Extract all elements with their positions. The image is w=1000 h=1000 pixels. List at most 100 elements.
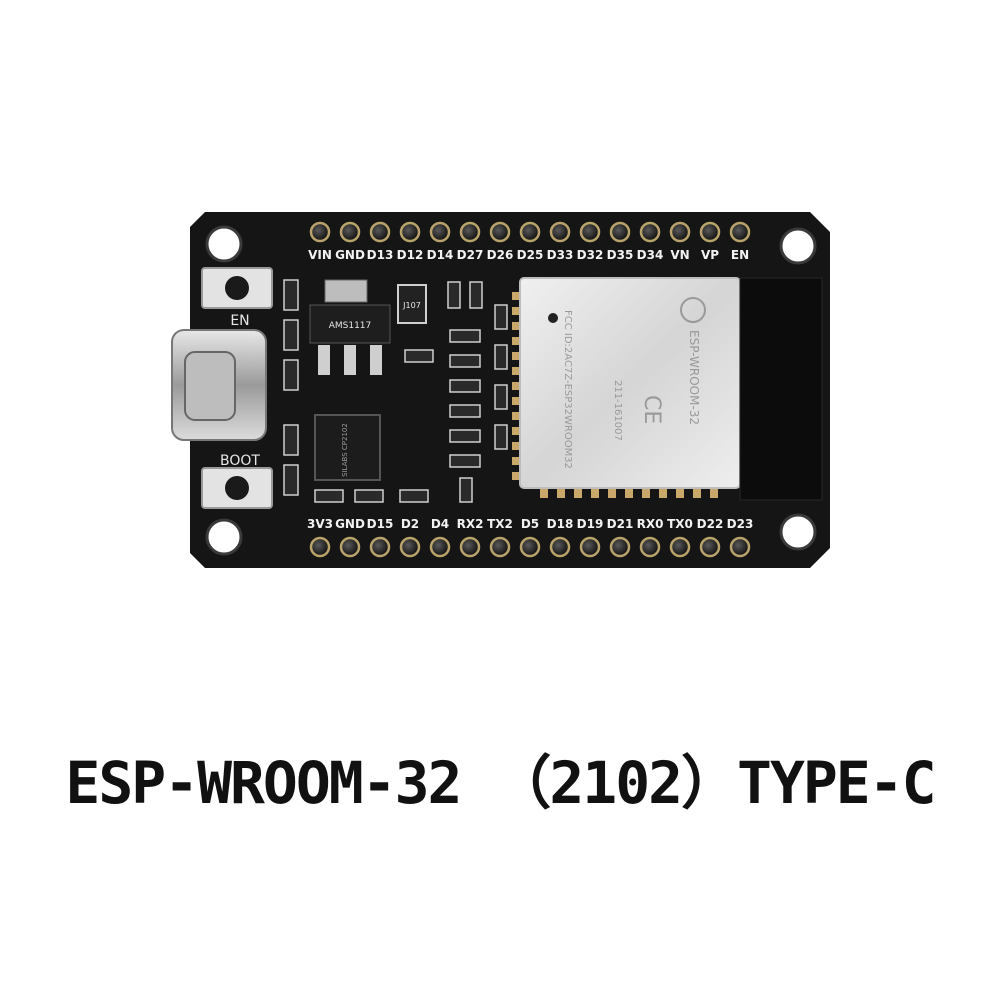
- bottom-pin-label: D15: [367, 517, 394, 531]
- module-pad: [642, 482, 650, 498]
- bottom-pin-label: D2: [401, 517, 419, 531]
- bottom-pin-label: RX2: [457, 517, 484, 531]
- bottom-pin-label: D18: [547, 517, 574, 531]
- top-pin-vp: [699, 221, 721, 243]
- top-pin-d35: [609, 221, 631, 243]
- top-pin-vn: [669, 221, 691, 243]
- product-caption: ESP-WROOM-32 （2102）TYPE-C: [65, 749, 936, 817]
- top-pin-gnd: [339, 221, 361, 243]
- top-pin-label: D33: [547, 248, 574, 262]
- bottom-pin-label: 3V3: [307, 517, 333, 531]
- module-marking: ESP-WROOM-32 FCC ID:2AC7Z-ESP32WROOM32 2…: [562, 297, 706, 469]
- bottom-pin-rx2: [459, 536, 481, 558]
- top-pin-label: D32: [577, 248, 604, 262]
- module-pad: [676, 482, 684, 498]
- boot-button[interactable]: [201, 467, 273, 509]
- module-pad: [710, 482, 718, 498]
- top-pin-label: D35: [607, 248, 634, 262]
- en-button-label: EN: [230, 313, 249, 329]
- mount-hole: [779, 513, 817, 551]
- bottom-pin-label: TX0: [667, 517, 693, 531]
- bottom-pin-header: [309, 536, 751, 558]
- module-pad: [574, 482, 582, 498]
- smd-passives-center: [404, 281, 508, 503]
- esp-module-shield: [519, 277, 741, 489]
- boot-button-label: BOOT: [220, 453, 260, 469]
- bottom-pin-d5: [519, 536, 541, 558]
- top-pin-label: D13: [367, 248, 394, 262]
- top-pin-d32: [579, 221, 601, 243]
- top-pin-d13: [369, 221, 391, 243]
- usb-uart-chip-label: SILABS CP2102: [341, 423, 349, 477]
- smd-diode: [324, 279, 368, 303]
- top-pin-d34: [639, 221, 661, 243]
- antenna-area: [739, 277, 823, 501]
- module-cert-text: 211-161007: [612, 380, 623, 441]
- bottom-pin-3v3: [309, 536, 331, 558]
- bottom-pin-d23: [729, 536, 751, 558]
- bottom-pin-d15: [369, 536, 391, 558]
- crystal-label: J107: [402, 301, 421, 310]
- smd-passives-left: [283, 279, 299, 496]
- regulator-tabs: [318, 345, 382, 375]
- bottom-pin-label: D5: [521, 517, 539, 531]
- smd-passives-bottom: [314, 489, 429, 503]
- module-pad: [659, 482, 667, 498]
- top-pin-label: D34: [637, 248, 664, 262]
- module-pad: [625, 482, 633, 498]
- bottom-pin-d4: [429, 536, 451, 558]
- mount-hole: [205, 225, 243, 263]
- top-pin-label: D14: [427, 248, 454, 262]
- wifi-logo-icon: [680, 297, 706, 323]
- top-pin-d12: [399, 221, 421, 243]
- usb-uart-chip: [314, 414, 381, 481]
- top-pin-d27: [459, 221, 481, 243]
- bottom-pin-d2: [399, 536, 421, 558]
- bottom-pin-d19: [579, 536, 601, 558]
- module-pad: [591, 482, 599, 498]
- regulator-label: AMS1117: [329, 321, 372, 331]
- top-pin-label: D12: [397, 248, 424, 262]
- regulator-chip: [309, 304, 391, 344]
- top-pin-label: EN: [731, 248, 749, 262]
- bottom-pin-tx0: [669, 536, 691, 558]
- bottom-pin-d22: [699, 536, 721, 558]
- bottom-pin-label: TX2: [487, 517, 513, 531]
- top-pin-label: VP: [701, 248, 719, 262]
- module-pin1-dot: [548, 313, 558, 323]
- module-pad: [608, 482, 616, 498]
- bottom-pin-label: GND: [335, 517, 365, 531]
- bottom-pin-d18: [549, 536, 571, 558]
- en-button[interactable]: [201, 267, 273, 309]
- top-pin-label: D26: [487, 248, 514, 262]
- top-pin-header: [309, 221, 751, 243]
- bottom-pin-d21: [609, 536, 631, 558]
- top-pin-label: VIN: [308, 248, 332, 262]
- top-pin-d25: [519, 221, 541, 243]
- top-pin-vin: [309, 221, 331, 243]
- mount-hole: [205, 518, 243, 556]
- module-pad: [693, 482, 701, 498]
- module-model-text: ESP-WROOM-32: [687, 330, 701, 425]
- top-pin-label: GND: [335, 248, 365, 262]
- crystal: [397, 284, 427, 324]
- module-pad: [557, 482, 565, 498]
- usb-c-opening: [184, 351, 236, 421]
- module-fcc-text: FCC ID:2AC7Z-ESP32WROOM32: [562, 310, 573, 469]
- bottom-pin-label: RX0: [637, 517, 664, 531]
- top-pin-en: [729, 221, 751, 243]
- top-pin-label: D25: [517, 248, 544, 262]
- top-pin-d33: [549, 221, 571, 243]
- bottom-pin-label: D4: [431, 517, 449, 531]
- bottom-pin-label: D23: [727, 517, 754, 531]
- top-pin-label: D27: [457, 248, 484, 262]
- top-pin-label: VN: [670, 248, 689, 262]
- bottom-pin-label: D22: [697, 517, 724, 531]
- ce-mark: CE: [639, 395, 664, 424]
- bottom-pin-rx0: [639, 536, 661, 558]
- top-pin-d26: [489, 221, 511, 243]
- bottom-pin-label: D19: [577, 517, 604, 531]
